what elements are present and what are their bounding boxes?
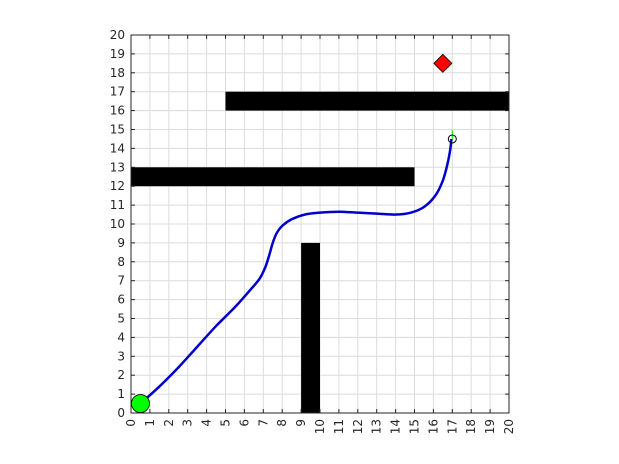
y-tick-label: 11 [110,198,125,212]
obstacles [131,91,509,413]
y-tick-label: 3 [117,349,125,363]
y-tick-label: 6 [117,293,125,307]
y-tick-label: 1 [117,387,125,401]
y-tick-label: 16 [110,104,125,118]
current-position-marker [447,134,457,144]
x-tick-label: 1 [143,419,157,427]
trajectory [139,138,453,405]
start-marker [131,394,150,413]
y-tick-label: 8 [117,255,125,269]
y-tick-label: 13 [110,160,125,174]
x-tick-label: 18 [464,419,478,434]
y-tick-label: 4 [117,330,125,344]
y-tick-label: 18 [110,66,125,80]
x-tick-label: 7 [256,419,270,427]
markers [131,53,457,413]
y-tick-label: 10 [110,217,125,231]
x-tick-label: 5 [219,419,233,427]
y-tick-label: 14 [110,141,125,155]
y-tick-label: 15 [110,123,125,137]
x-tick-label: 17 [445,419,459,434]
y-tick-label: 12 [110,179,125,193]
x-tick-label: 8 [275,419,289,427]
x-tick-label: 10 [313,419,327,434]
trajectory-line [139,138,453,405]
y-tick-label: 19 [110,47,125,61]
x-tick-label: 19 [483,419,497,434]
y-tick-label: 2 [117,368,125,382]
obstacle-2 [301,242,320,413]
y-tick-label: 0 [117,406,125,420]
x-tick-label: 2 [162,419,176,427]
axes [130,34,510,414]
y-tick-label: 9 [117,236,125,250]
x-tick-label: 14 [389,419,403,434]
x-tick-label: 20 [502,419,516,434]
x-tick-label: 9 [294,419,308,427]
y-tick-label: 20 [110,28,125,42]
x-tick-label: 16 [426,419,440,434]
y-tick-label: 5 [117,312,125,326]
y-tick-label: 17 [110,85,125,99]
y-tick-label: 7 [117,274,125,288]
x-tick-label: 3 [181,419,195,427]
x-tick-label: 15 [408,419,422,434]
x-tick-label: 13 [370,419,384,434]
x-tick-label: 4 [200,419,214,427]
x-tick-label: 0 [124,419,138,427]
obstacle-1 [131,167,415,187]
goal-marker [433,53,453,73]
x-tick-label: 11 [332,419,346,434]
x-tick-label: 12 [351,419,365,434]
x-tick-label: 6 [237,419,251,427]
obstacle-0 [225,91,509,111]
